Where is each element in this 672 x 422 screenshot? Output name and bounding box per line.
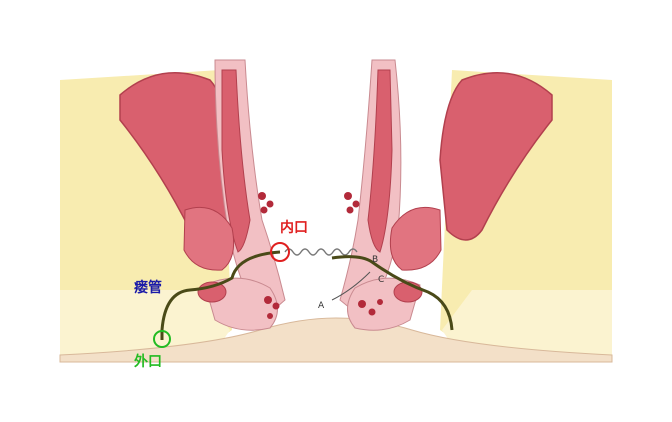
right-fistula-tract-line <box>331 255 454 331</box>
right-tract-a <box>331 271 371 301</box>
right-internal-sphincter <box>367 69 393 253</box>
left-external-sphincter-deep <box>183 206 235 271</box>
left-hemorrhoid-vessels <box>258 192 280 319</box>
external-opening-label: 外口 <box>134 353 162 370</box>
dentate-line <box>284 248 358 256</box>
right-levator-muscle <box>439 71 553 241</box>
right-hemorrhoid-vessels <box>344 192 383 316</box>
point-a-label: A <box>318 301 325 311</box>
point-b-label: B <box>372 255 378 265</box>
left-internal-sphincter <box>221 69 251 253</box>
left-fistula-tract-line <box>160 250 281 340</box>
internal-opening-label: 内口 <box>280 219 308 236</box>
point-c-label: C <box>378 275 384 285</box>
right-fat-lower <box>442 290 612 355</box>
fistula-tract-label: 瘘管 <box>134 279 162 296</box>
right-external-sphincter-deep <box>389 206 442 271</box>
perianal-skin <box>59 317 613 363</box>
external-opening-marker <box>153 330 171 348</box>
left-fat-lower <box>60 290 230 355</box>
internal-opening-marker <box>270 242 290 262</box>
